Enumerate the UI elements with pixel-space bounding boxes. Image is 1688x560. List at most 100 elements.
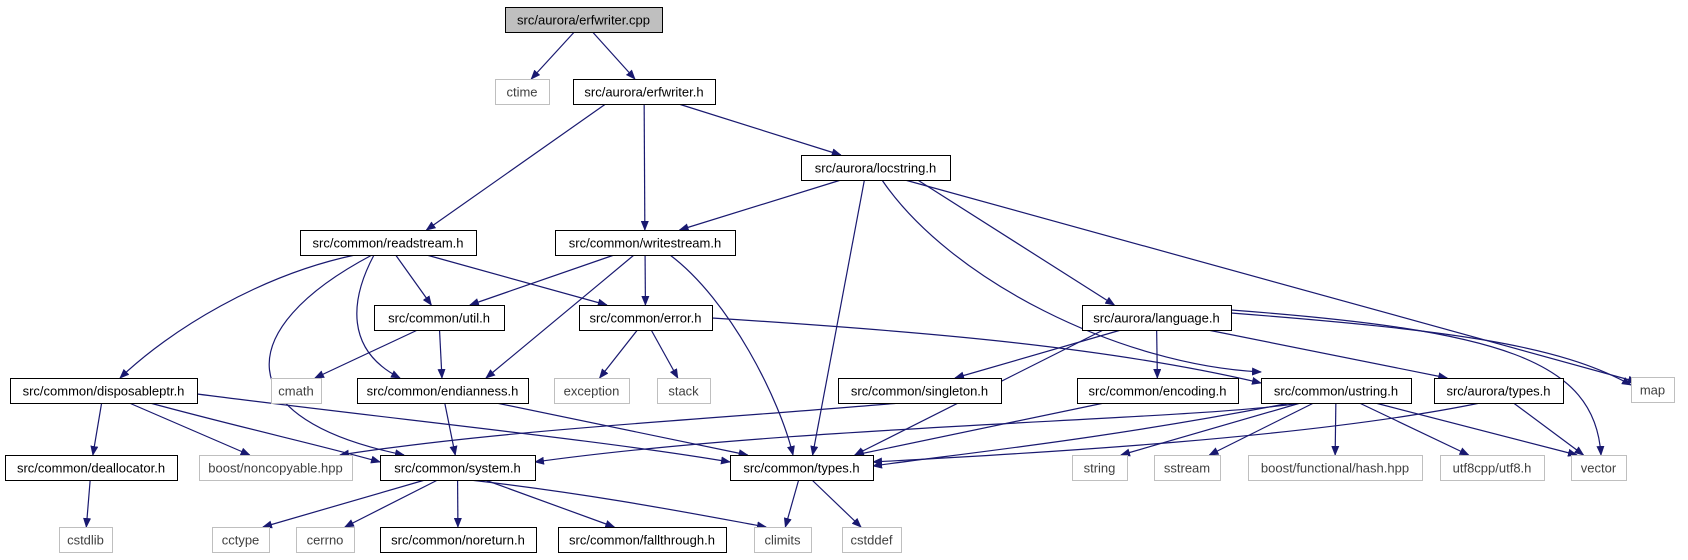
node-label: boost/functional/hash.hpp xyxy=(1261,461,1409,476)
edge-ustring-h-to-hash-hpp xyxy=(1331,402,1340,456)
edge-ustring-h-to-system-h xyxy=(534,402,1301,465)
edge-locstring-h-to-ustring-h xyxy=(881,179,1262,376)
node-label: src/common/util.h xyxy=(388,311,490,326)
node-label: src/common/readstream.h xyxy=(313,236,464,251)
edge-language-h-to-vector xyxy=(1230,309,1605,456)
node-aurora-types-h[interactable]: src/aurora/types.h xyxy=(1434,378,1564,404)
edge-readstream-h-to-endianness-h xyxy=(356,254,401,379)
node-label: src/common/fallthrough.h xyxy=(569,533,715,548)
node-noncopyable-hpp: boost/noncopyable.hpp xyxy=(199,455,353,481)
edge-error-h-to-exception xyxy=(598,329,638,379)
node-box xyxy=(573,79,716,105)
node-box xyxy=(10,378,198,404)
node-locstring-h[interactable]: src/aurora/locstring.h xyxy=(801,155,951,181)
node-box xyxy=(730,455,874,481)
edge-erfwriter-h-to-readstream-h xyxy=(425,103,606,231)
edge-system-h-to-cerrno xyxy=(343,479,438,528)
node-readstream-h[interactable]: src/common/readstream.h xyxy=(300,230,477,256)
node-util-h[interactable]: src/common/util.h xyxy=(374,305,505,331)
node-label: sstream xyxy=(1164,461,1210,476)
node-noreturn-h[interactable]: src/common/noreturn.h xyxy=(380,527,537,553)
node-writestream-h[interactable]: src/common/writestream.h xyxy=(555,230,736,256)
node-box xyxy=(495,79,550,105)
edge-language-h-to-encoding-h xyxy=(1153,329,1162,379)
node-encoding-h[interactable]: src/common/encoding.h xyxy=(1077,378,1239,404)
node-box xyxy=(1571,455,1627,481)
edge-disposableptr-h-to-noncopyable-hpp xyxy=(129,402,251,456)
node-deallocator-h[interactable]: src/common/deallocator.h xyxy=(5,455,178,481)
node-box xyxy=(1082,305,1232,331)
node-box xyxy=(1631,377,1675,403)
node-box xyxy=(1440,455,1545,481)
edge-system-h-to-climits xyxy=(469,479,767,530)
node-box xyxy=(300,230,477,256)
node-label: boost/noncopyable.hpp xyxy=(208,461,342,476)
edge-endianness-h-to-system-h xyxy=(444,402,458,456)
edge-singleton-h-to-noncopyable-hpp xyxy=(339,402,901,458)
edge-system-h-to-cctype xyxy=(262,479,426,529)
node-label: src/common/error.h xyxy=(590,311,702,326)
node-label: string xyxy=(1084,461,1116,476)
node-erfwriter-cpp[interactable]: src/aurora/erfwriter.cpp xyxy=(505,7,663,33)
node-ustring-h[interactable]: src/common/ustring.h xyxy=(1261,378,1412,404)
node-string: string xyxy=(1072,455,1128,481)
node-label: map xyxy=(1640,383,1665,398)
node-common-types-h[interactable]: src/common/types.h xyxy=(730,455,874,481)
edge-ustring-h-to-sstream xyxy=(1208,402,1314,456)
node-label: cctype xyxy=(222,533,260,548)
edge-language-h-to-singleton-h xyxy=(954,329,1122,380)
node-box xyxy=(754,527,812,553)
node-box xyxy=(1154,455,1221,481)
node-error-h[interactable]: src/common/error.h xyxy=(579,305,713,331)
node-box xyxy=(555,230,736,256)
node-label: src/aurora/erfwriter.h xyxy=(584,85,703,100)
edge-writestream-h-to-util-h xyxy=(468,254,615,306)
node-singleton-h[interactable]: src/common/singleton.h xyxy=(838,378,1002,404)
edge-erfwriter-cpp-to-erfwriter-h xyxy=(592,31,636,80)
node-endianness-h[interactable]: src/common/endianness.h xyxy=(357,378,529,404)
node-language-h[interactable]: src/aurora/language.h xyxy=(1082,305,1232,331)
node-cstddef: cstddef xyxy=(842,527,902,553)
node-box xyxy=(5,455,178,481)
node-label: climits xyxy=(764,533,801,548)
node-box xyxy=(1077,378,1239,404)
node-box xyxy=(554,378,630,404)
node-cctype: cctype xyxy=(212,527,270,553)
node-label: src/aurora/types.h xyxy=(1446,384,1550,399)
node-label: cerrno xyxy=(307,533,344,548)
node-exception: exception xyxy=(554,378,630,404)
edge-erfwriter-h-to-locstring-h xyxy=(678,103,842,157)
node-label: vector xyxy=(1581,461,1617,476)
node-map: map xyxy=(1631,377,1675,403)
node-vector: vector xyxy=(1571,455,1627,481)
node-box xyxy=(199,455,353,481)
node-utf8-h: utf8cpp/utf8.h xyxy=(1440,455,1545,481)
node-label: src/aurora/erfwriter.cpp xyxy=(517,13,650,28)
edge-disposableptr-h-to-common-types-h xyxy=(196,393,731,465)
node-box xyxy=(579,305,713,331)
node-erfwriter-h[interactable]: src/aurora/erfwriter.h xyxy=(573,79,716,105)
node-label: src/aurora/language.h xyxy=(1093,311,1219,326)
edge-writestream-h-to-endianness-h xyxy=(485,254,635,379)
edge-error-h-to-stack xyxy=(650,329,679,379)
node-box xyxy=(357,378,529,404)
edge-ustring-h-to-common-types-h xyxy=(872,402,1291,469)
node-box xyxy=(374,305,505,331)
node-label: src/common/writestream.h xyxy=(569,236,721,251)
node-box xyxy=(838,378,1002,404)
edge-erfwriter-h-to-writestream-h xyxy=(640,103,649,231)
node-box xyxy=(801,155,951,181)
edge-disposableptr-h-to-deallocator-h xyxy=(90,402,103,456)
node-cerrno: cerrno xyxy=(296,527,355,553)
node-box xyxy=(296,527,355,553)
edge-deallocator-h-to-cstdlib xyxy=(83,479,92,528)
node-fallthrough-h[interactable]: src/common/fallthrough.h xyxy=(558,527,727,553)
node-hash-hpp: boost/functional/hash.hpp xyxy=(1248,455,1423,481)
node-system-h[interactable]: src/common/system.h xyxy=(380,455,536,481)
node-disposableptr-h[interactable]: src/common/disposableptr.h xyxy=(10,378,198,404)
edge-writestream-h-to-common-types-h xyxy=(669,254,795,456)
node-box xyxy=(1261,378,1412,404)
edge-error-h-to-ustring-h xyxy=(711,317,1262,385)
